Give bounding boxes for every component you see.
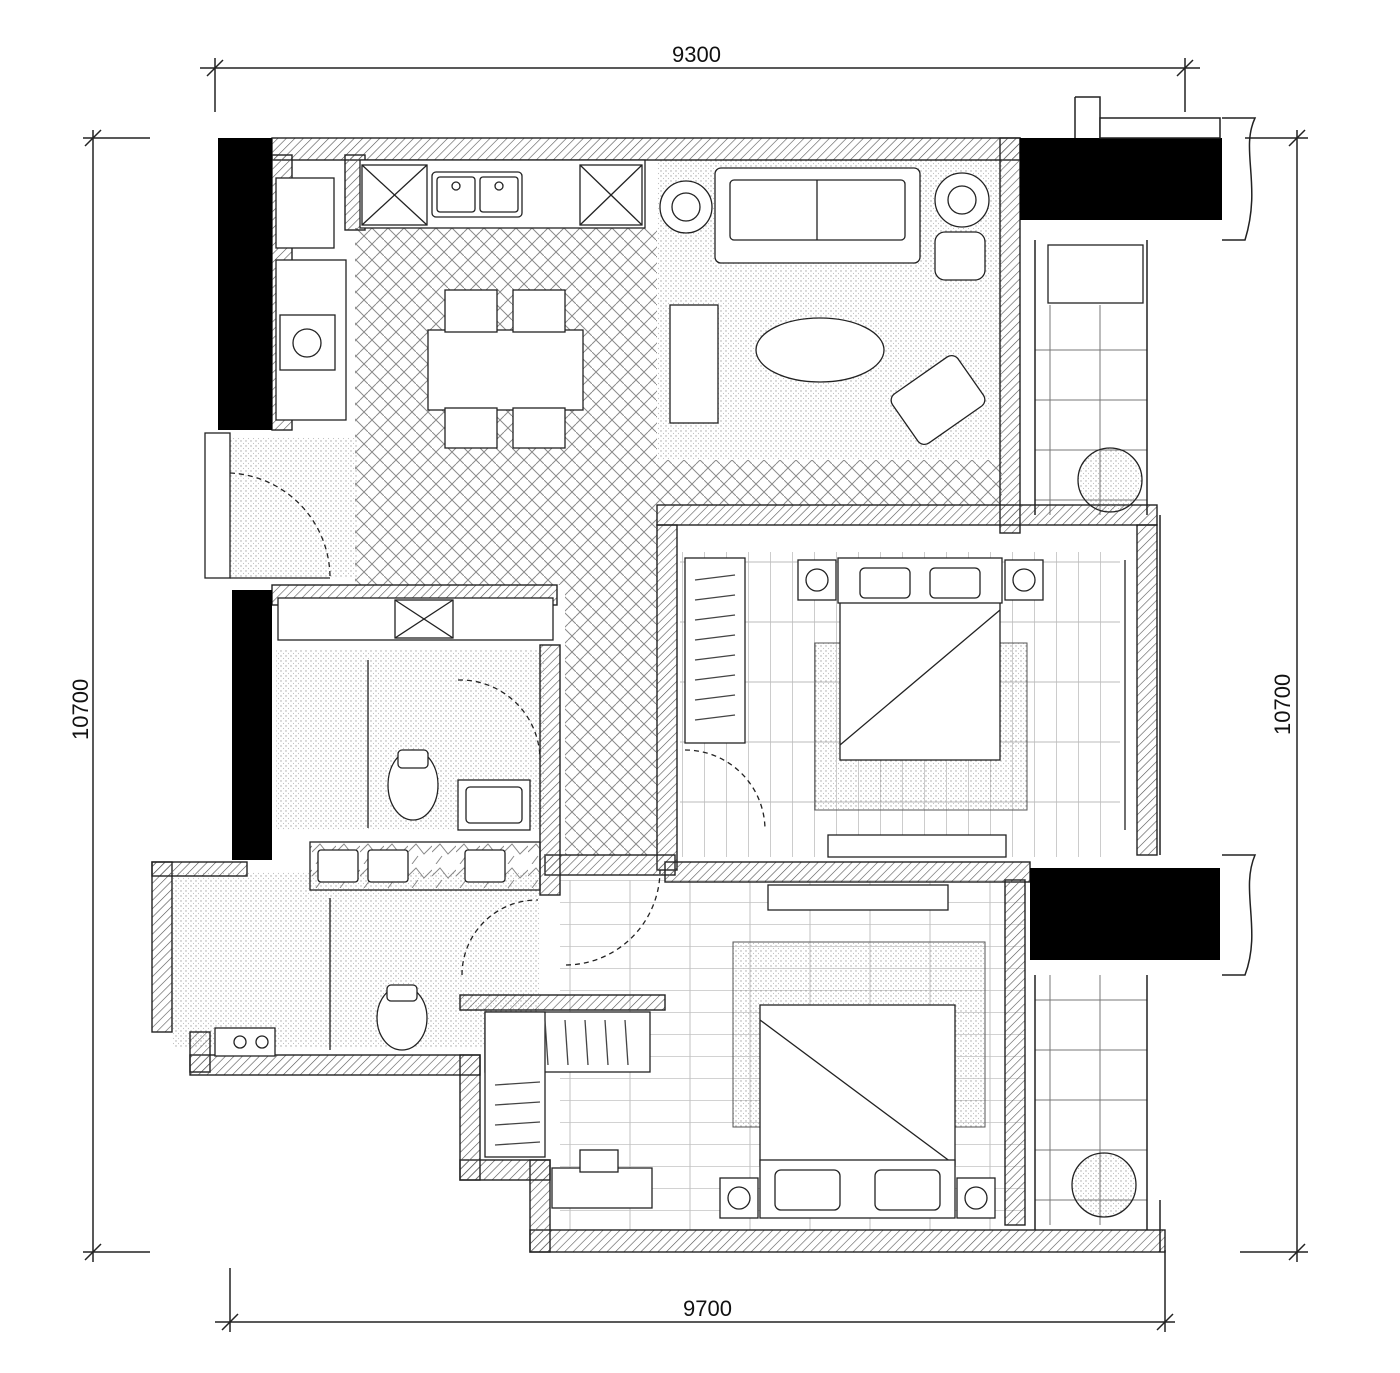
- plant-top: [1077, 447, 1143, 513]
- dining-chair: [512, 407, 566, 449]
- armchair: [890, 354, 986, 446]
- dining-table: [427, 329, 584, 411]
- second-bed: [759, 1004, 956, 1166]
- dining-chair: [512, 289, 566, 333]
- master-bed: [839, 599, 1001, 761]
- entry: [204, 432, 331, 579]
- dimension-bottom: 9700: [683, 1296, 732, 1321]
- column-left-top: [218, 138, 272, 430]
- pillow: [774, 1169, 841, 1211]
- wardrobe-master: [684, 557, 746, 744]
- master-bedroom: [684, 557, 1126, 858]
- second-bedroom: [565, 869, 996, 1219]
- dining-chair: [444, 289, 498, 333]
- nightstand: [797, 559, 837, 601]
- bathroom-1: [309, 660, 541, 891]
- dimension-right: 10700: [1270, 674, 1295, 735]
- desk-chair: [579, 1149, 619, 1173]
- dining-chair: [444, 407, 498, 449]
- desk: [551, 1167, 653, 1209]
- bathroom-2: [214, 898, 539, 1057]
- dimension-top: 9300: [672, 42, 721, 67]
- tv-bench-master: [827, 834, 1007, 858]
- pillow: [859, 567, 911, 599]
- balcony-edges: [1034, 96, 1257, 1252]
- hangers: [694, 574, 736, 721]
- structural-columns: [218, 138, 1222, 960]
- column-right-top: [1020, 138, 1222, 220]
- exterior-walls: [151, 137, 1166, 1253]
- walk-in-closet: [484, 1011, 653, 1209]
- column-left-middle: [232, 590, 272, 860]
- tv-bench-second: [767, 884, 949, 911]
- balcony-plants: [1047, 244, 1144, 1218]
- pillow: [874, 1169, 941, 1211]
- column-right-bottom: [1030, 868, 1220, 960]
- tv-console: [669, 304, 719, 424]
- entry-floor: [228, 438, 358, 578]
- pillow: [929, 567, 981, 599]
- ottoman: [934, 231, 986, 281]
- living-room: [659, 167, 990, 446]
- dining-set: [427, 289, 584, 449]
- balcony-washer: [1047, 244, 1144, 304]
- fridge-nook: [275, 177, 335, 249]
- dimension-lines: [83, 58, 1308, 1332]
- dimension-left: 10700: [68, 679, 93, 740]
- bathroom-2-floor: [172, 872, 540, 1047]
- hall-cabinets: [277, 597, 554, 641]
- coffee-table: [755, 317, 885, 383]
- kitchen: [275, 159, 646, 421]
- plant-bottom: [1071, 1152, 1137, 1218]
